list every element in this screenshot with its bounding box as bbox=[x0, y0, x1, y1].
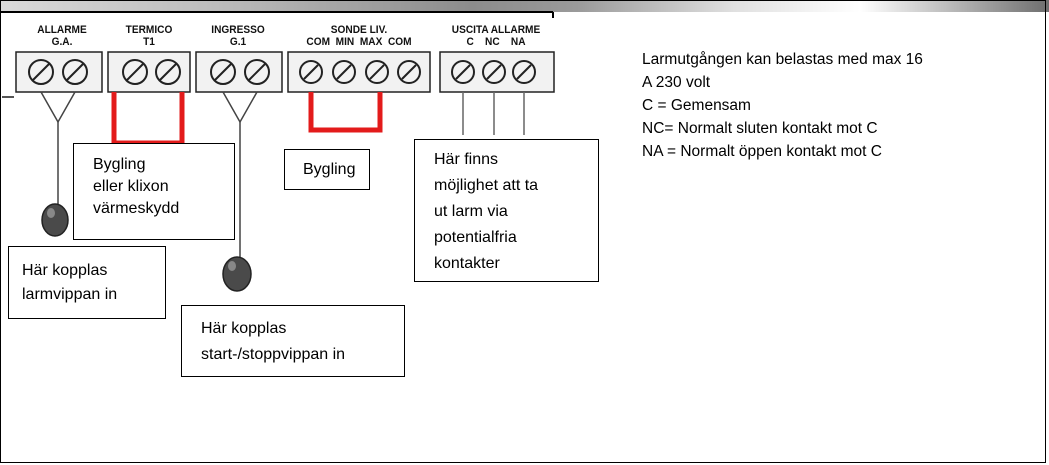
screw-terminal bbox=[299, 60, 323, 84]
note-line: NA = Normalt öppen kontakt mot C bbox=[642, 143, 882, 160]
screw-terminal bbox=[28, 59, 54, 85]
screw-terminal bbox=[512, 60, 536, 84]
callout-larmvippan: Här kopplas larmvippan in bbox=[8, 246, 166, 319]
terminal-block-ingresso bbox=[195, 51, 283, 93]
wire-allarme bbox=[40, 91, 76, 124]
screw-terminal bbox=[62, 59, 88, 85]
background-photo-strip bbox=[0, 0, 1049, 12]
screw-terminal bbox=[451, 60, 475, 84]
alarm-output-note: Larmutgången kan belastas med max 16 A 2… bbox=[642, 48, 1032, 163]
callout-bygling-klixon: Bygling eller klixon värmeskydd bbox=[73, 143, 235, 240]
note-line: A 230 volt bbox=[642, 74, 711, 91]
screw-terminal bbox=[332, 60, 356, 84]
note-line: Larmutgången kan belastas med max 16 bbox=[642, 51, 923, 68]
callout-bygling: Bygling bbox=[284, 149, 370, 190]
wire-ingresso bbox=[222, 91, 258, 124]
screw-terminal bbox=[244, 59, 270, 85]
startstop-float-switch bbox=[222, 256, 252, 292]
callout-startstoppvippan: Här kopplas start-/stoppvippan in bbox=[181, 305, 405, 377]
screw-terminal bbox=[365, 60, 389, 84]
note-line: NC= Normalt sluten kontakt mot C bbox=[642, 120, 878, 137]
alarm-float-switch bbox=[41, 203, 69, 237]
callout-larm-potentialfria: Här finns möjlighet att ta ut larm via p… bbox=[414, 139, 599, 282]
terminal-block-termico bbox=[107, 51, 191, 93]
screw-terminal bbox=[210, 59, 236, 85]
label-sonde: SONDE LIV.COM MIN MAX COM bbox=[306, 24, 412, 48]
terminal-block-uscita bbox=[439, 51, 555, 93]
jumper-sonde bbox=[308, 92, 383, 133]
screw-terminal bbox=[482, 60, 506, 84]
screw-terminal bbox=[155, 59, 181, 85]
terminal-block-allarme bbox=[15, 51, 103, 93]
terminal-block-sonde bbox=[287, 51, 431, 93]
note-line: C = Gemensam bbox=[642, 97, 751, 114]
screw-terminal bbox=[397, 60, 421, 84]
screw-terminal bbox=[122, 59, 148, 85]
jumper-termico bbox=[111, 92, 185, 146]
